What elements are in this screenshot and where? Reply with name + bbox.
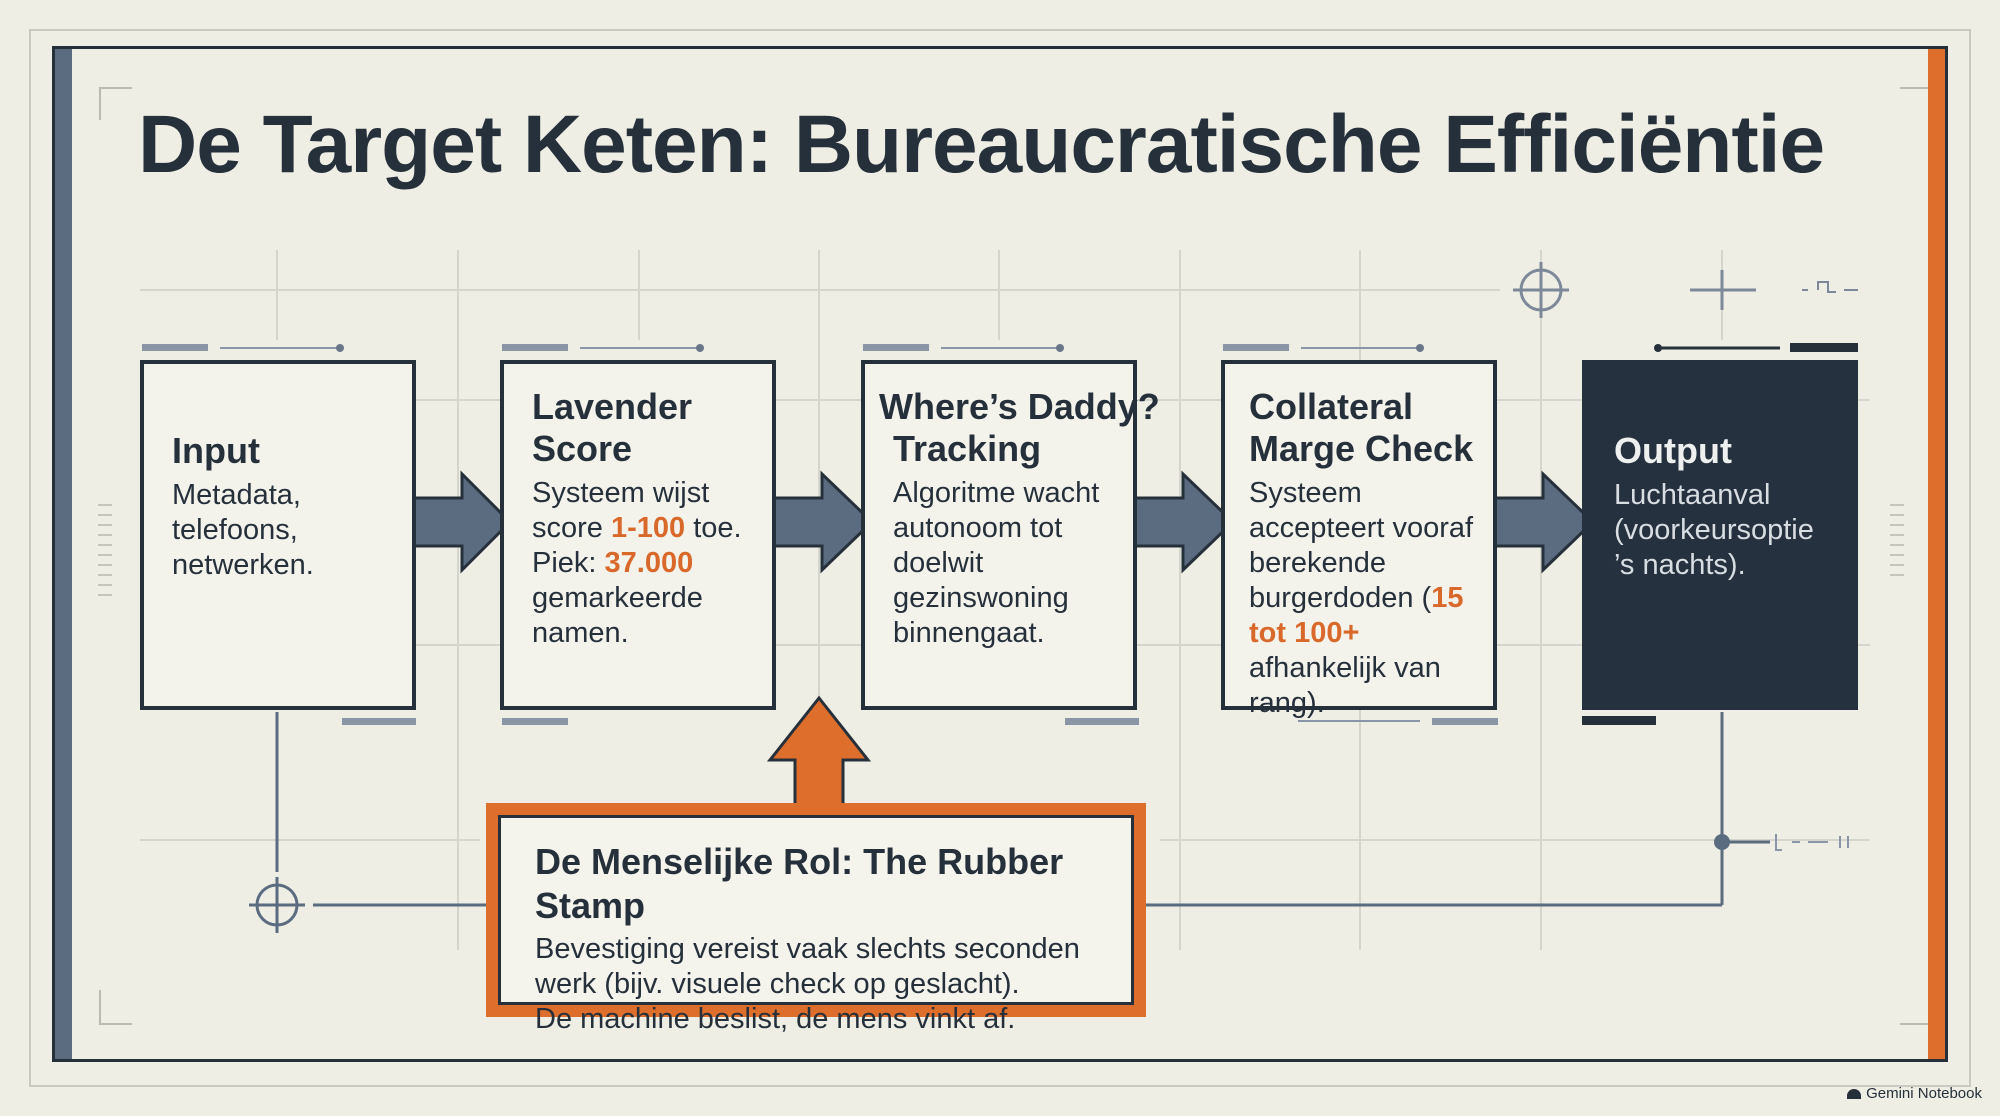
arrow-right-icon <box>770 470 875 574</box>
step-text: Algoritme wacht autonoom tot doelwit gez… <box>893 477 1100 649</box>
connector-node <box>1714 834 1730 850</box>
plus-mark <box>1690 270 1756 310</box>
step-title: Lavender Score <box>532 386 693 469</box>
watermark: Gemini Notebook <box>1847 1085 1982 1102</box>
slide-frame <box>52 46 1948 1062</box>
human-role-line: Bevestiging vereist vaak slechts seconde… <box>535 933 1080 965</box>
arrow-right-icon <box>410 470 513 574</box>
gemini-logo-icon <box>1847 1088 1862 1099</box>
arrow-right-icon <box>1491 470 1596 574</box>
step-wheres-daddy-tracking: Where’s Daddy? Tracking Algoritme wacht … <box>861 360 1160 710</box>
step-title: Output <box>1614 430 1732 471</box>
human-role-text: Bevestiging vereist vaak slechts seconde… <box>535 932 1107 1037</box>
highlight-peak-count: 37.000 <box>604 547 694 579</box>
step-line: Metadata, <box>172 479 301 511</box>
box-deco-bars <box>142 343 1858 725</box>
human-role-callout: De Menselijke Rol: The Rubber Stamp Beve… <box>486 803 1146 1035</box>
feedback-connector <box>275 712 1770 907</box>
highlight-score-range: 1-100 <box>610 512 686 544</box>
step-text: Systeem accepteert vooraf berekende burg… <box>1249 477 1474 719</box>
crosshair-icon <box>1513 262 1569 318</box>
human-role-line: werk (bijv. visuele check op geslacht). <box>535 968 1020 1000</box>
step-output: Output Luchtaanval (voorkeursoptie ’s na… <box>1582 360 1858 710</box>
watermark-text: Gemini Notebook <box>1866 1085 1982 1102</box>
step-line: netwerken. <box>172 549 314 581</box>
side-ticks <box>98 504 1904 596</box>
outer-frame <box>29 29 1971 1087</box>
human-role-inner: De Menselijke Rol: The Rubber Stamp Beve… <box>498 815 1134 1035</box>
step-text: Luchtaanval (voorkeursoptie ’s nachts). <box>1614 479 1814 581</box>
signal-mark-2 <box>1775 834 1849 851</box>
step-input: Input Metadata, telefoons, netwerken. <box>140 360 416 710</box>
step-text: Systeem wijst score 1-100 toe. Piek: 37.… <box>532 477 742 649</box>
step-line: telefoons, <box>172 514 298 546</box>
arrow-right-icon <box>1131 470 1236 574</box>
page-title: De Target Keten: Bureaucratische Efficië… <box>138 99 1825 190</box>
step-text: Metadata, telefoons, netwerken. <box>172 478 384 583</box>
highlight-civilian-range: 15 tot 100+ <box>1249 582 1464 649</box>
right-accent-bar <box>1928 46 1948 1062</box>
step-title: Input <box>172 430 260 471</box>
step-title: Collateral Marge Check <box>1249 386 1474 469</box>
crosshair-icon <box>249 877 305 933</box>
step-lavender-score: Lavender Score Systeem wijst score 1-100… <box>500 360 776 710</box>
human-role-title: De Menselijke Rol: The Rubber Stamp <box>535 841 1064 926</box>
step-title: Where’s Daddy? Tracking <box>879 386 1160 469</box>
signal-mark <box>1802 281 1858 293</box>
left-accent-bar <box>52 46 72 1062</box>
human-role-line: De machine beslist, de mens vinkt af. <box>535 1003 1016 1035</box>
step-collateral-check: Collateral Marge Check Systeem accepteer… <box>1221 360 1497 719</box>
